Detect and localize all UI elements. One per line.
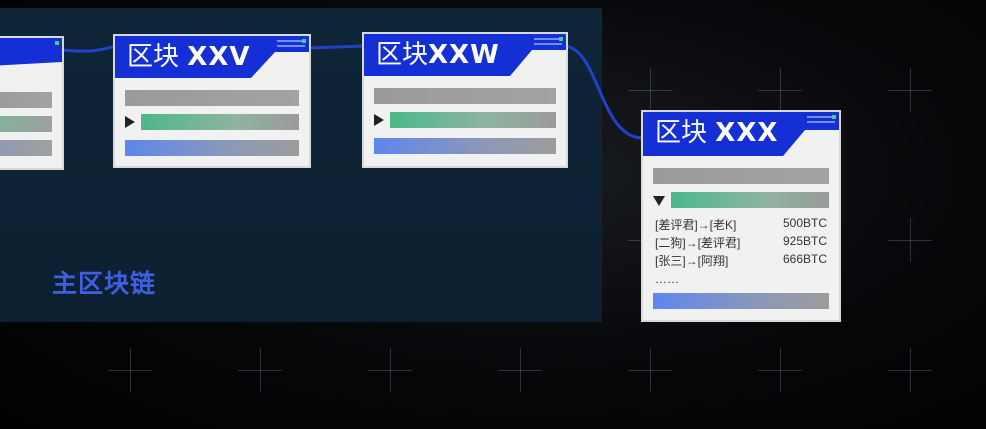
- block-header: 区块 XXV: [115, 36, 309, 78]
- main-chain-label: 主区块链: [52, 269, 157, 298]
- status-dot: [832, 115, 836, 119]
- transaction-row: [差评君]→[老K] 500BTC: [655, 216, 827, 233]
- block-xxv: 区块 XXV: [115, 36, 309, 166]
- transaction-amount: 925BTC: [782, 234, 827, 248]
- block-bar-green: [671, 192, 829, 208]
- link-partial-to-xxv: [61, 44, 117, 53]
- transaction-parties: [二狗]→[差评君]: [655, 236, 741, 250]
- block-bar-gray: [374, 88, 556, 104]
- block-header: 区块 XXX: [643, 112, 839, 156]
- block-title: 区块XXW: [376, 40, 500, 70]
- block-header: 区块XXW: [364, 34, 566, 76]
- block-bar-gray: [653, 168, 829, 184]
- status-dot: [55, 41, 59, 45]
- pointer-arrow-down-icon: [653, 196, 665, 206]
- transaction-row: [张三]→[阿翔] 666BTC: [655, 252, 827, 269]
- transaction-parties: [张三]→[阿翔]: [655, 254, 729, 268]
- transaction-amount: 500BTC: [782, 216, 827, 230]
- block-xxw: 区块XXW: [364, 34, 566, 166]
- block-bar-blue: [374, 138, 556, 154]
- block-meta-lines: [277, 40, 305, 50]
- block-header: [0, 38, 62, 80]
- block-bar-green: [141, 114, 299, 130]
- transaction-row: [二狗]→[差评君] 925BTC: [655, 234, 827, 251]
- block-xxx: 区块 XXX [差评君]→[老K] 500BTC [二狗]→[差评君] 925B…: [643, 112, 839, 320]
- transaction-parties: [差评君]→[老K]: [655, 218, 737, 232]
- pointer-arrow-icon: [125, 116, 135, 128]
- pointer-arrow-icon: [374, 114, 384, 126]
- block-bar-gray: [0, 92, 52, 108]
- status-dot: [559, 37, 563, 41]
- transaction-ellipsis: ……: [655, 272, 679, 286]
- transaction-amount: 666BTC: [782, 252, 827, 266]
- block-bar-green: [0, 116, 52, 132]
- status-dot: [302, 39, 306, 43]
- block-meta-lines: [807, 116, 835, 126]
- block-bar-green: [390, 112, 556, 128]
- link-xxw-to-xxx: [565, 44, 644, 140]
- block-title: 区块 XXX: [655, 118, 779, 148]
- block-meta-lines: [534, 38, 562, 48]
- block-bar-blue: [125, 140, 299, 156]
- link-xxv-to-xxw: [308, 44, 366, 50]
- block-title: 区块 XXV: [127, 42, 251, 72]
- block-partial: [0, 38, 62, 168]
- block-bar-gray: [125, 90, 299, 106]
- block-bar-blue: [653, 293, 829, 309]
- block-bar-blue: [0, 140, 52, 156]
